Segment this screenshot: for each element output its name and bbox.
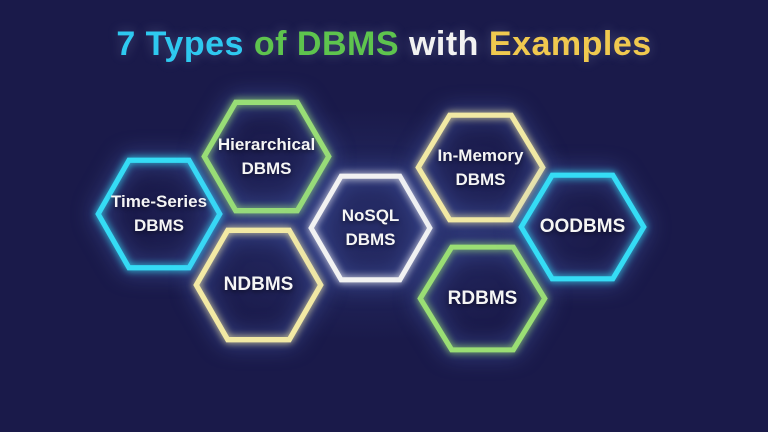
hexagon-label: In-Memory DBMS xyxy=(415,112,546,223)
hexagon-label-line: Time-Series xyxy=(110,192,208,211)
title-segment-examples: Examples xyxy=(488,25,652,63)
hexagon-oodbms: OODBMS xyxy=(518,172,647,282)
page-title: 7 Types of DBMS with Examples xyxy=(0,20,768,68)
hexagon-label: RDBMS xyxy=(417,244,548,353)
title-segment-count: 7 Types xyxy=(116,25,254,63)
hexagon-time-series-dbms: Time-Series DBMS xyxy=(95,157,223,271)
hexagon-label-line: OODBMS xyxy=(539,216,626,237)
hexagon-label-line: NDBMS xyxy=(223,274,294,295)
hexagon-in-memory-dbms: In-Memory DBMS xyxy=(415,112,546,223)
hexagon-outline xyxy=(308,173,433,283)
hexagon-label: NoSQL DBMS xyxy=(308,173,433,283)
hexagon-label-line: RDBMS xyxy=(447,287,518,309)
hexagon-label: OODBMS xyxy=(518,172,647,282)
hexagon-label: Time-Series DBMS xyxy=(95,157,223,271)
hexagon-nosql-dbms: NoSQL DBMS xyxy=(308,173,433,283)
hexagon-rdbms: RDBMS xyxy=(417,244,548,353)
hexagon-label-line: DBMS xyxy=(133,216,185,235)
hexagon-outline xyxy=(417,244,548,353)
hexagon-hierarchical-dbms: Hierarchical DBMS xyxy=(201,99,332,214)
title-segment-with: with xyxy=(408,25,489,63)
hexagon-label-line: DBMS xyxy=(345,230,396,249)
hexagon-outline xyxy=(193,227,324,343)
hexagon-label: Hierarchical DBMS xyxy=(201,99,332,214)
hexagon-label-line: DBMS xyxy=(241,158,292,178)
hexagon-outline xyxy=(95,157,223,271)
hexagon-outline xyxy=(518,172,647,282)
hexagon-label-line: DBMS xyxy=(455,169,506,189)
hexagon-outline xyxy=(415,112,546,223)
hexagon-label-line: Hierarchical xyxy=(217,134,316,154)
hexagon-label: NDBMS xyxy=(193,227,324,343)
hexagon-ndbms: NDBMS xyxy=(193,227,324,343)
hexagon-label-line: In-Memory xyxy=(437,145,524,165)
hexagon-label-line: NoSQL xyxy=(341,206,400,225)
hexagon-outline xyxy=(201,99,332,214)
title-segment-subject: of DBMS xyxy=(253,25,409,63)
